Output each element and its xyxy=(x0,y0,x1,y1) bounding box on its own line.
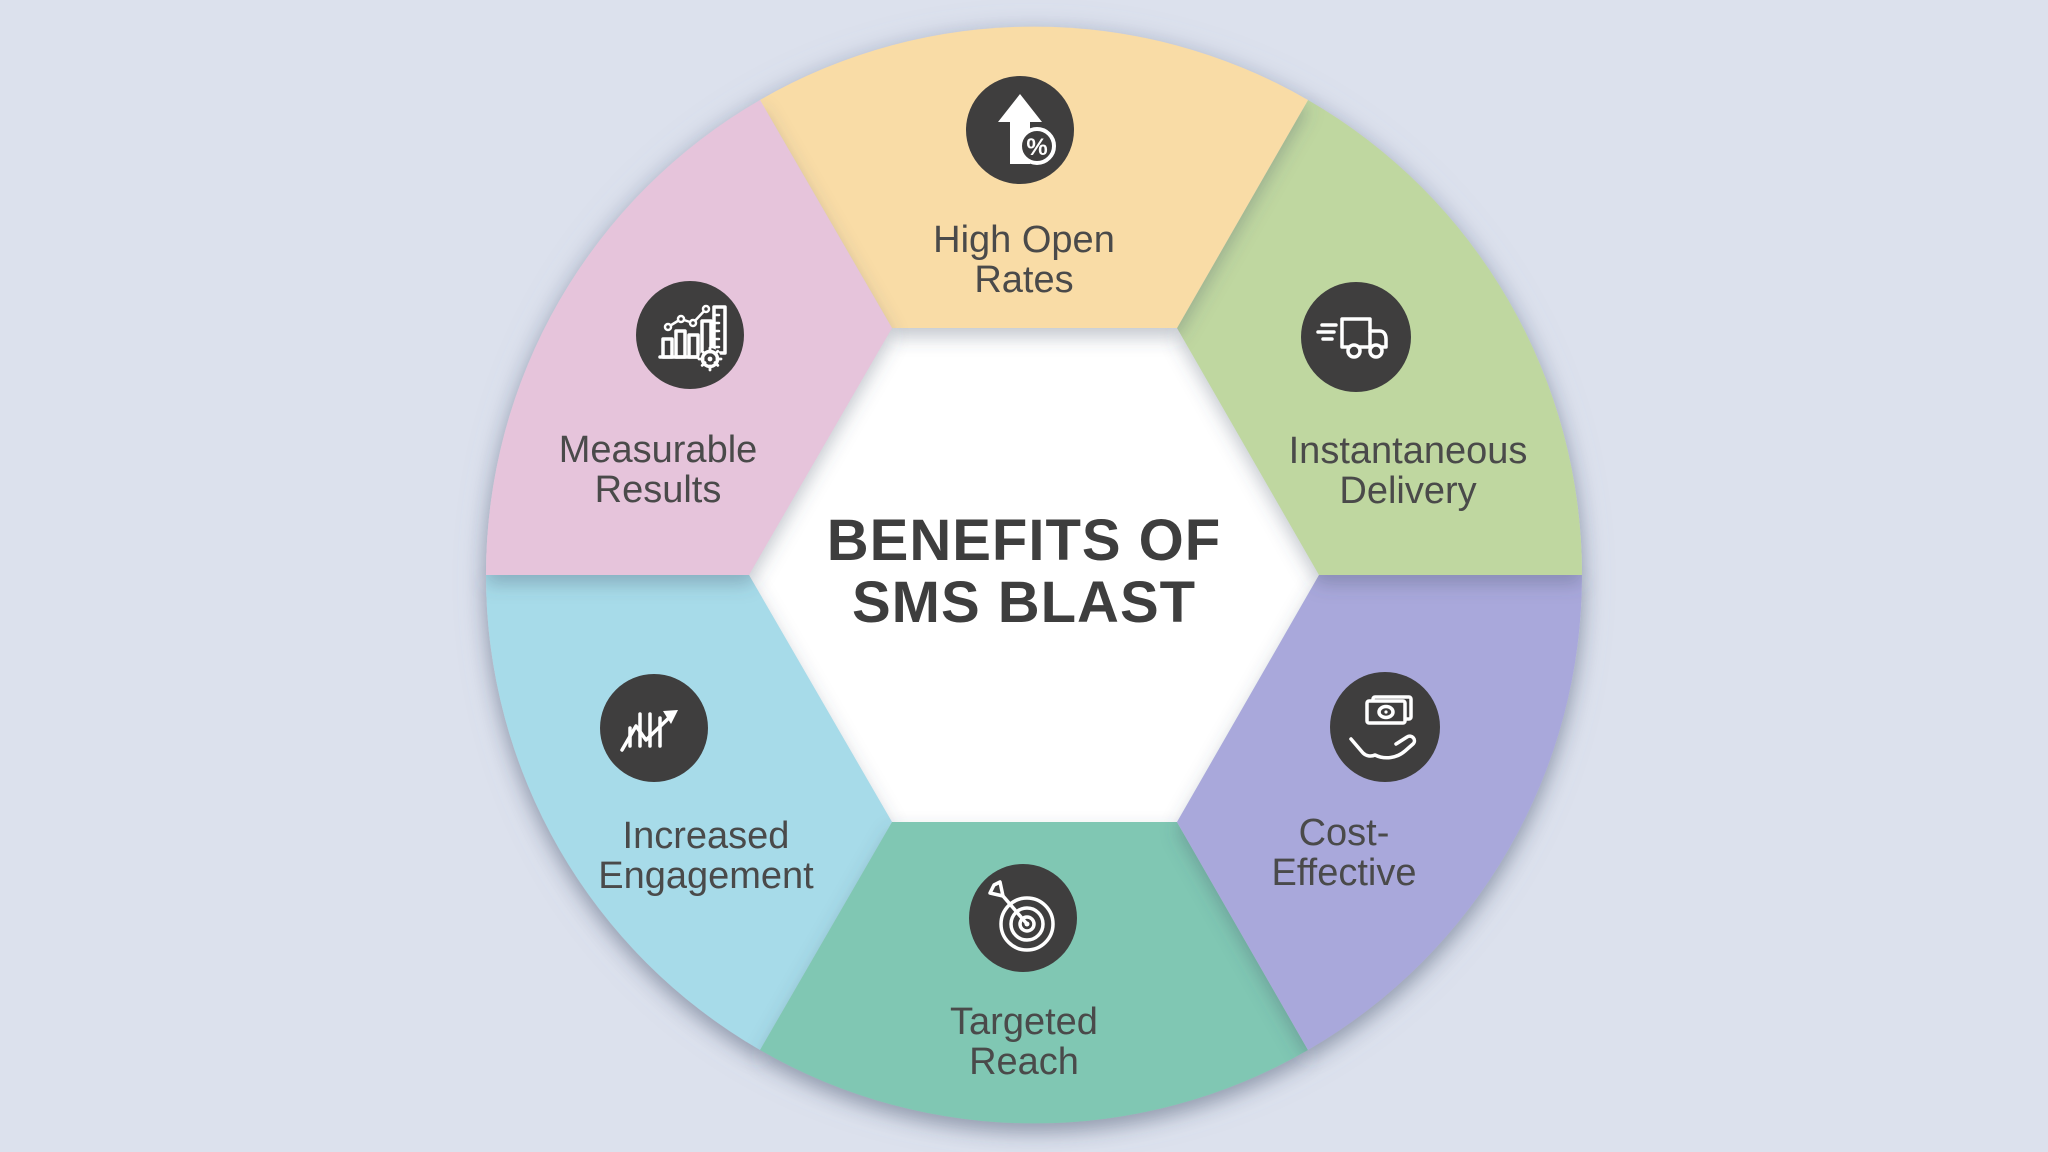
label-measurable-results-line2: Results xyxy=(595,469,722,511)
arrow-up-percent-icon: % xyxy=(966,76,1074,184)
label-measurable-results-line1: Measurable xyxy=(559,429,758,471)
center-hexagon xyxy=(749,328,1319,822)
label-instantaneous-delivery-line2: Delivery xyxy=(1339,470,1476,512)
money-hand-icon xyxy=(1330,672,1440,782)
label-cost-effective-line1: Cost- xyxy=(1299,812,1390,854)
label-instantaneous-delivery-line1: Instantaneous xyxy=(1289,430,1528,472)
label-targeted-reach-line2: Reach xyxy=(969,1041,1079,1083)
label-high-open-rates-line1: High Open xyxy=(933,219,1115,261)
label-increased-engagement-line1: Increased xyxy=(623,815,790,857)
analytics-gear-icon xyxy=(636,281,744,389)
segment-cost-effective xyxy=(1177,575,1583,1050)
label-high-open-rates-line2: Rates xyxy=(974,259,1073,301)
growth-chart-icon xyxy=(600,674,708,782)
title-line1: BENEFITS OF xyxy=(827,508,1221,573)
segment-targeted-reach xyxy=(760,822,1308,1124)
segment-increased-engagement xyxy=(485,575,892,1050)
page-title: BENEFITS OF SMS BLAST xyxy=(827,508,1221,635)
svg-text:%: % xyxy=(1026,134,1047,161)
target-dart-icon xyxy=(969,864,1077,972)
label-targeted-reach-line1: Targeted xyxy=(950,1001,1098,1043)
delivery-truck-icon xyxy=(1301,282,1411,392)
label-increased-engagement-line2: Engagement xyxy=(598,855,814,897)
segment-labels: High Open Rates Instantaneous Delivery C… xyxy=(559,219,1528,1083)
label-cost-effective-line2: Effective xyxy=(1271,852,1416,894)
title-line2: SMS BLAST xyxy=(852,570,1196,635)
